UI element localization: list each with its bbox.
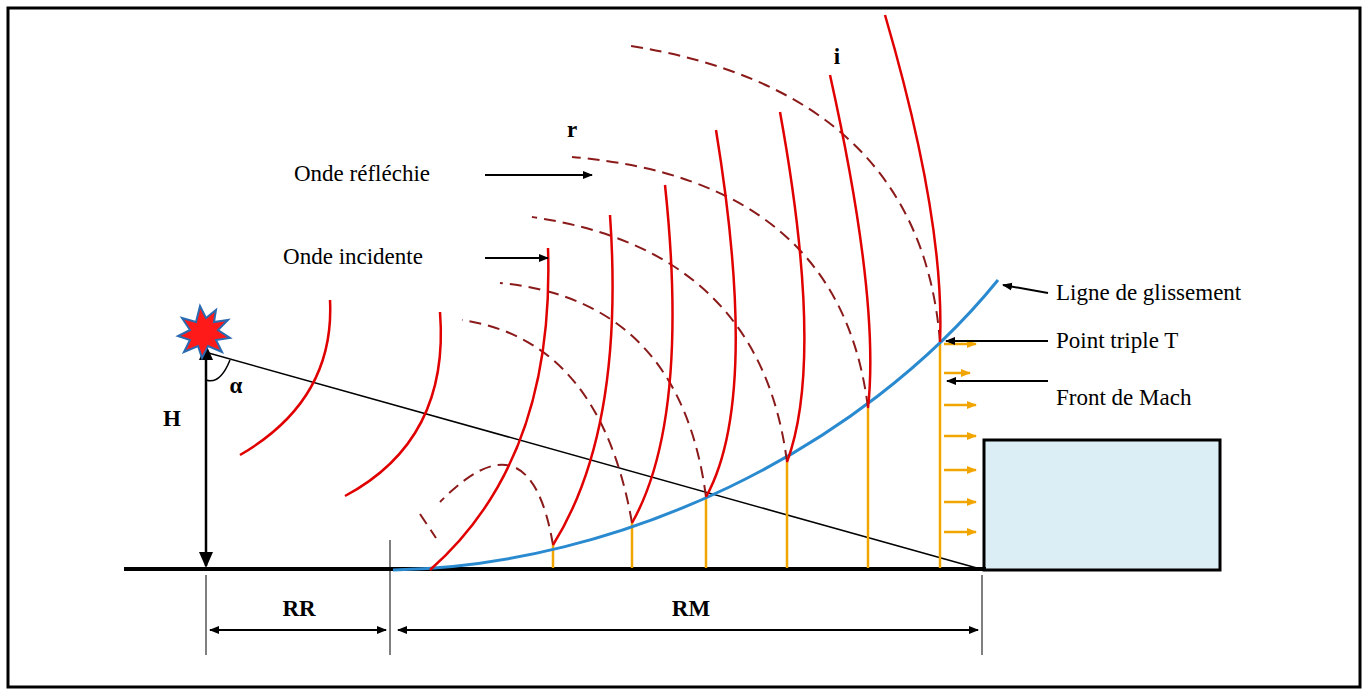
explosion	[178, 306, 230, 358]
dimension-ticks	[206, 540, 982, 655]
slip-line	[393, 280, 998, 570]
dimension-line	[210, 629, 386, 631]
wave-label: Onde incidente	[283, 245, 423, 268]
dimension-line	[398, 629, 978, 631]
callout-label: Point triple T	[1056, 329, 1178, 352]
leader-arrows	[485, 175, 1048, 381]
angle-arc	[206, 360, 230, 381]
angle-label: α	[230, 374, 243, 397]
wave-label: Onde réfléchie	[294, 162, 430, 185]
dimension-label: H	[163, 407, 181, 430]
dimension-line	[210, 629, 386, 631]
callout-label: Front de Mach	[1056, 386, 1191, 409]
wave-mark: i	[834, 45, 840, 68]
arrow-head	[199, 552, 213, 568]
reflected-waves	[420, 45, 940, 545]
incident-waves	[240, 15, 940, 570]
wave-mark: r	[567, 118, 577, 141]
frame	[8, 8, 1360, 687]
dimension-label: RM	[669, 597, 713, 620]
building	[984, 440, 1220, 570]
mach-front-arrows	[944, 344, 976, 532]
dimension-line	[398, 629, 978, 631]
ground	[124, 567, 986, 571]
dimension-label: RR	[279, 597, 318, 620]
callout-label: Ligne de glissement	[1056, 281, 1241, 304]
